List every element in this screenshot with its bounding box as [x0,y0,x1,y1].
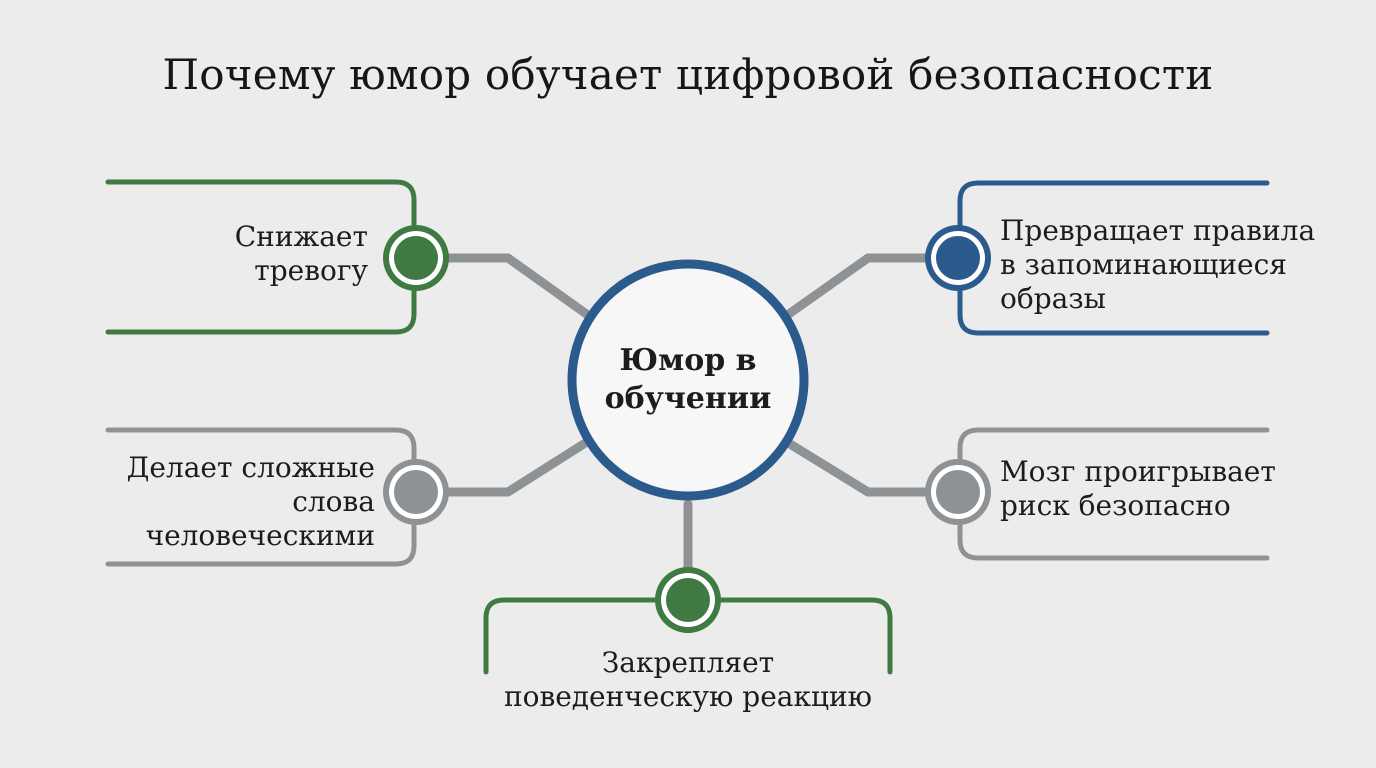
connector-human [443,435,595,497]
node-label-brain: Мозг проигрывает риск безопасно [1000,455,1360,523]
connectors [443,253,931,575]
node-human-line3: человеческими [145,519,375,552]
node-label-human: Делает сложные слова человеческими [95,451,375,553]
dot-anxiety [383,225,449,291]
node-brain-line1: Мозг проигрывает [1000,455,1276,488]
page-title: Почему юмор обучает цифровой безопасност… [162,50,1214,99]
node-rules-line2: в запоминающиеся [1000,248,1287,281]
node-reinforce-line2: поведенческую реакцию [503,680,873,713]
center-circle [567,259,809,501]
center-label: Юмор в обучении [588,342,788,418]
dot-reinforce [655,567,721,633]
node-label-anxiety: Снижает тревогу [150,220,368,288]
center-label-line2: обучении [604,381,772,416]
node-rules-line3: образы [1000,282,1106,315]
node-rules-line1: Превращает правила [1000,214,1316,247]
connector-rules [781,253,931,321]
center-label-line1: Юмор в [619,343,757,378]
dot-rules [925,225,991,291]
node-human-line1: Делает сложные [126,451,375,484]
connector-anxiety [443,253,597,323]
node-brain-line2: риск безопасно [1000,489,1231,522]
dot-brain [925,459,991,525]
dot-human [383,459,449,525]
node-dots [383,225,991,633]
node-human-line2: слова [292,485,375,518]
node-label-reinforce: Закрепляет поведенческую реакцию [440,646,936,714]
node-reinforce-line1: Закрепляет [601,646,775,679]
node-label-rules: Превращает правила в запоминающиеся обра… [1000,214,1360,316]
node-anxiety-line1: Снижает [234,220,368,253]
connector-brain [785,439,931,497]
node-anxiety-line2: тревогу [254,254,368,287]
